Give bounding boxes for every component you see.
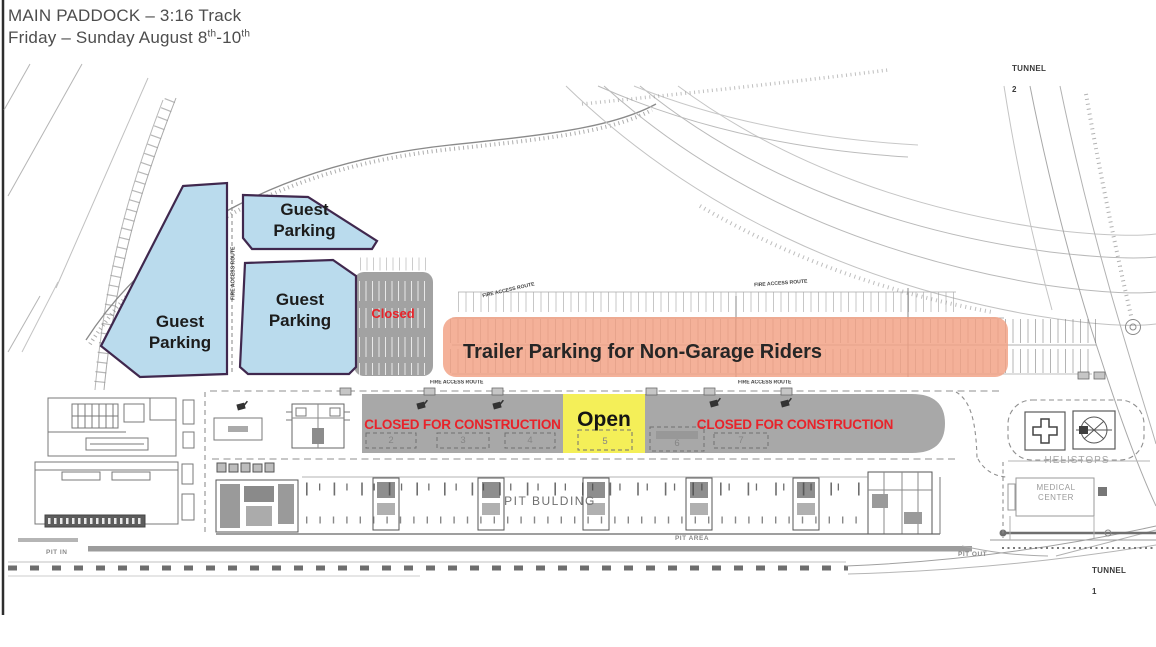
open-bay-label: Open [577,408,631,431]
buildings [34,397,941,535]
tunnel-2-label: TUNNEL 2 [1012,54,1046,106]
tunnel-1-name: TUNNEL [1092,566,1127,576]
fire-access-route-label-4: FIRE ACCESS ROUTE [738,380,792,386]
guest-parking-zone-2 [241,193,379,251]
closed-lot-label: Closed [371,306,415,321]
helipad-icon [1076,416,1112,444]
tunnel-2-name: TUNNEL [1012,64,1047,74]
bay-number-3: 3 [460,435,466,446]
guest-parking-label-1: Guest Parking [148,312,212,352]
date-superscript: th [207,28,217,40]
zones [99,181,1008,379]
guest-parking-label-2: Guest Parking [273,200,336,240]
page-title: MAIN PADDOCK – 3:16 Track [8,6,242,25]
helistop-medical [1007,410,1150,540]
guest-parking-zone-1 [99,181,229,379]
bay-number-2: 2 [388,435,394,446]
pit-area-label: PIT AREA [674,535,710,542]
fire-access-route-label-vertical: FIRE ACCESS ROUTE [231,246,237,300]
closed-for-construction-left-label: CLOSED FOR CONSTRUCTION [364,417,561,432]
garage-bays [236,371,1106,453]
pit-building-label: PIT BULDING [504,494,596,508]
helipad-box [1072,410,1116,450]
construction-equipment-icons [236,397,792,411]
bay-number-7: 7 [738,435,744,446]
gate-markers [339,371,1106,396]
guest-parking-zone-3 [238,258,358,376]
date-range: Friday – Sunday August 8th-10th [8,28,250,48]
tunnel-1-label: TUNNEL 1 [1092,556,1126,608]
trailer-parking-label: Trailer Parking for Non-Garage Riders [463,341,822,363]
bay-number-4: 4 [527,435,533,446]
trailer-parking-zone [443,317,1008,377]
medical-cross-box [1024,411,1066,451]
guest-parking-label-3: Guest Parking [268,290,332,330]
medical-center-label: MEDICAL CENTER [1036,483,1076,503]
date-range-text-2: -10 [216,28,242,47]
bay-number-6: 6 [674,438,680,449]
helistops-label: HELISTOPS [1044,455,1110,466]
tunnel-2-number: 2 [1012,85,1017,95]
open-section [563,394,645,453]
medical-cross-icon [1032,418,1058,444]
tunnel-1-number: 1 [1092,587,1097,597]
closed-for-construction-right-label: CLOSED FOR CONSTRUCTION [696,417,894,432]
fire-access-route-label-3: FIRE ACCESS ROUTE [430,380,484,386]
closed-section-right [645,394,945,453]
date-superscript-2: th [241,28,251,40]
date-range-text: Friday – Sunday August 8 [8,28,208,47]
bay-number-5: 5 [602,436,608,447]
closed-section-left [362,394,563,453]
pit-in-label: PIT IN [46,549,68,556]
closed-lot-zone [354,272,433,376]
pit-out-label: PIT OUT [958,551,988,558]
